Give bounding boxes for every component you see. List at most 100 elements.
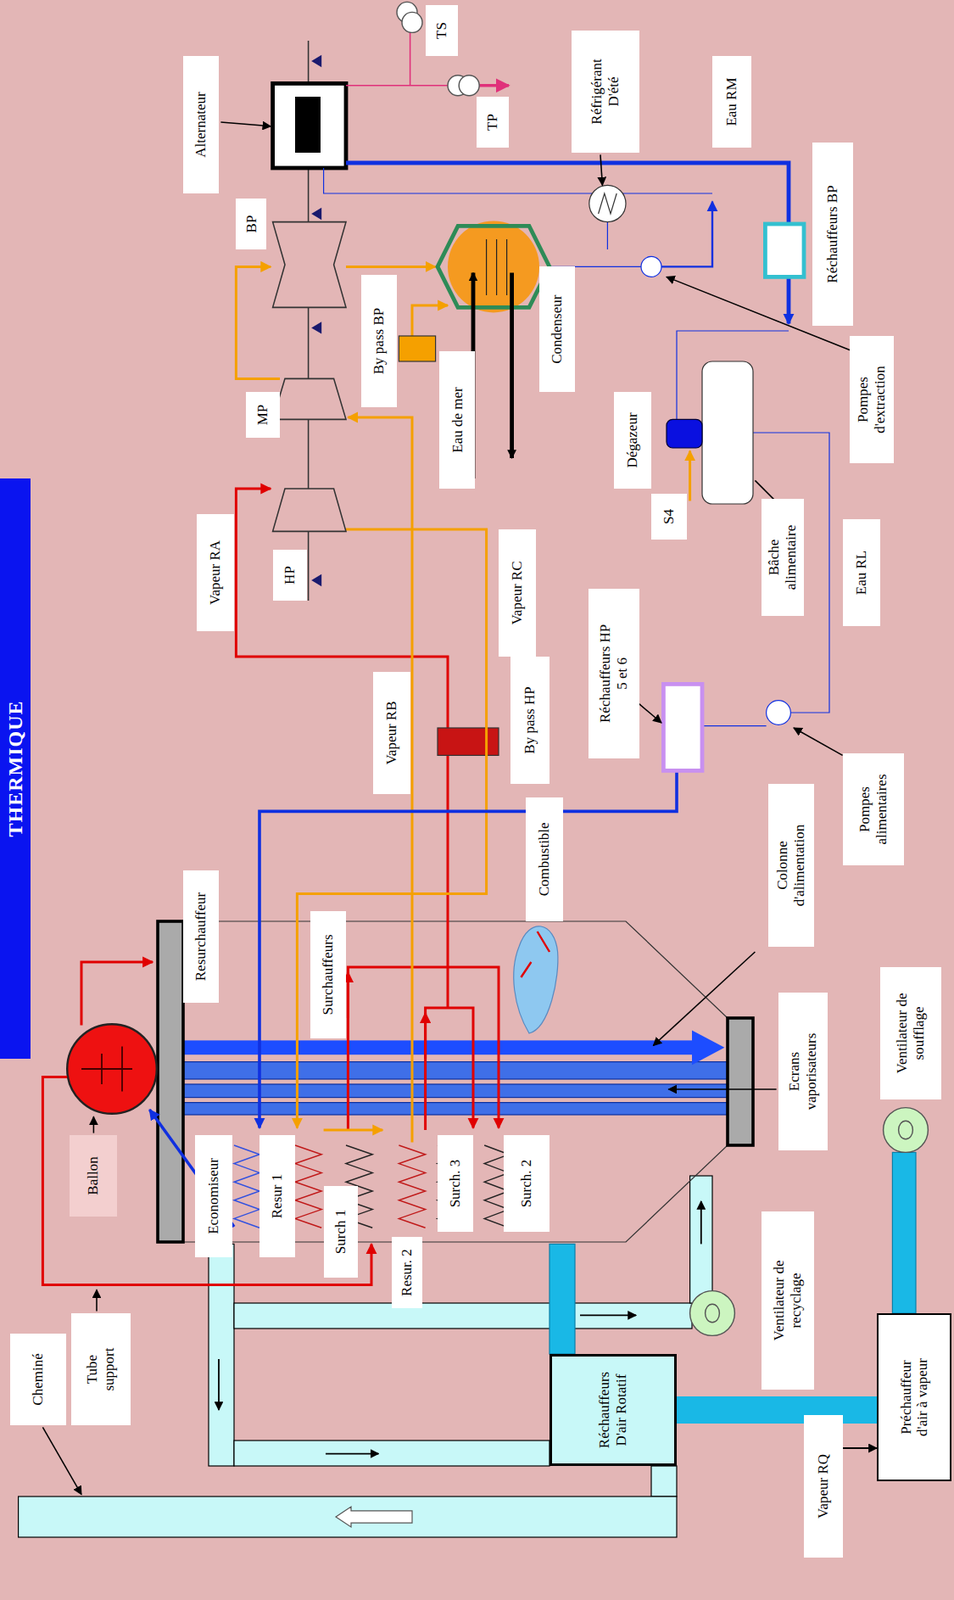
air-duct	[690, 1175, 713, 1303]
fan-symbol	[883, 1107, 929, 1153]
steam-arrow	[842, 1446, 877, 1449]
drum	[66, 1023, 157, 1114]
label-box: BP	[235, 198, 267, 250]
label-text: Eau RM	[723, 77, 741, 126]
label-box: Alternateur	[183, 55, 219, 194]
leader-line	[220, 122, 271, 127]
label-text: Réchauffeurs HP 5 et 6	[596, 619, 631, 726]
air-duct	[234, 1439, 550, 1466]
reheat-pipe	[347, 417, 413, 1142]
label-text: Surchauffeurs	[319, 933, 337, 1015]
label-text: Resur 1	[268, 1173, 286, 1218]
plant-illustration	[0, 1, 928, 1537]
label-text: Ventilateur de soufflage	[893, 992, 927, 1074]
condenser	[437, 220, 550, 313]
reheat-pipe	[345, 265, 436, 268]
deaerator	[666, 418, 703, 448]
reheat-pipe	[235, 266, 690, 1142]
feedwater-line	[661, 201, 713, 268]
label-box: Réfrigérant D'été	[571, 30, 639, 153]
label-text: Pompes alimentaires	[856, 766, 890, 852]
label-box: Surch 1	[323, 1185, 359, 1278]
feedwater-line	[702, 725, 767, 726]
label-box: Réchauffeurs BP	[812, 142, 854, 326]
label-text: HP	[281, 565, 299, 585]
label-text: Réchauffeurs D'air Rotatif	[596, 1366, 630, 1452]
label-box: Resurchauffeur	[183, 870, 219, 1003]
bearing	[311, 321, 322, 334]
leader-line	[652, 951, 755, 1045]
fan-symbol	[690, 1290, 736, 1336]
label-text: Réchauffeurs BP	[824, 184, 842, 283]
air-duct	[18, 1175, 713, 1537]
summer-cooler	[589, 184, 626, 222]
label-text: Dégazeur	[624, 412, 642, 468]
label-box: Resur. 2	[391, 1236, 423, 1308]
label-box: Cheminé	[10, 1333, 67, 1425]
label-text: By pass HP	[521, 686, 539, 754]
bearing	[311, 55, 322, 586]
steam-pipe	[81, 961, 153, 1025]
drum	[81, 1046, 133, 1092]
transformer	[401, 11, 423, 33]
hot-air-duct	[549, 1151, 916, 1354]
bypass-valve	[437, 727, 499, 755]
label-box: By pass BP	[361, 274, 397, 408]
turbine	[273, 378, 346, 419]
label-text: Tube support	[83, 1342, 118, 1395]
label-box: Vapeur RC	[498, 529, 536, 657]
label-text: Condenseur	[548, 295, 566, 364]
bearing	[311, 55, 322, 67]
label-box: HP	[273, 549, 308, 601]
label-box: Eau RL	[842, 518, 881, 626]
screen-tubes	[162, 1029, 728, 1115]
bearing	[311, 207, 322, 220]
steam-pipe	[424, 1012, 427, 1059]
label-text: Vapeur RC	[508, 560, 526, 625]
air-duct	[234, 1302, 692, 1328]
pump-symbol	[766, 700, 792, 726]
label-box: Ecrans vaporisateurs	[778, 992, 828, 1150]
steam-pipe	[347, 966, 499, 1130]
reheat-pipe	[296, 529, 486, 1128]
label-text: By pass BP	[370, 307, 388, 374]
label-text: Alternateur	[192, 91, 210, 157]
label-box: Surchauffeurs	[310, 910, 346, 1038]
pump-symbol	[641, 256, 662, 277]
label-box: Eau RM	[712, 55, 752, 148]
title-band	[0, 478, 31, 1059]
steam-pipe	[346, 971, 350, 1018]
label-box: Condenseur	[539, 266, 575, 392]
turbine	[273, 40, 346, 601]
label-box: Dégazeur	[613, 391, 652, 489]
screen-tubes	[167, 1061, 728, 1079]
hot-air-duct	[892, 1151, 916, 1313]
air-duct	[208, 1243, 235, 1466]
pump-symbol	[641, 256, 791, 725]
label-box: Tube support	[71, 1312, 131, 1425]
label-box: Surch. 2	[503, 1134, 550, 1232]
label-box: Eau de mer	[439, 351, 475, 489]
leader-line	[600, 154, 603, 185]
label-box: Combustible	[525, 797, 563, 921]
label-box: TP	[476, 96, 509, 148]
label-text: S4	[660, 508, 678, 525]
feedwater-line	[149, 162, 830, 1227]
label-text: Préchauffeur d'air à vapeur	[898, 1349, 932, 1445]
label-text: Eau RL	[853, 550, 871, 595]
label-text: Ecrans vaporisateurs	[786, 1024, 820, 1118]
screen-tubes	[162, 1039, 694, 1055]
label-box: Resur 1	[259, 1134, 296, 1257]
steam-air-heater-box: Préchauffeur d'air à vapeur	[876, 1312, 952, 1481]
label-box: Pompes alimentaires	[842, 753, 904, 865]
power-line	[345, 84, 453, 87]
bearing	[311, 574, 322, 586]
drum	[66, 1023, 157, 1114]
label-text: Vapeur RQ	[814, 1453, 832, 1518]
feedwater-line	[753, 432, 830, 713]
steam-pipe	[42, 1076, 372, 1285]
label-text: Pompes d'extraction	[854, 357, 888, 442]
label-box: Bâche alimentaire	[761, 498, 804, 616]
label-box: By pass HP	[510, 656, 550, 784]
